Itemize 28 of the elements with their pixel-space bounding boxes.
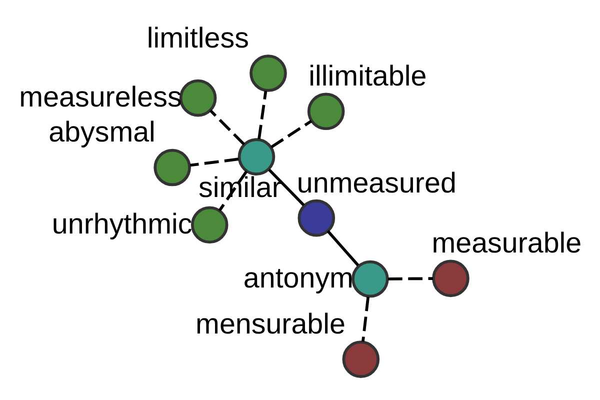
node-circle [342, 340, 380, 378]
node-label: measurable [432, 227, 582, 260]
node-circle [352, 260, 389, 298]
node-circle [432, 259, 470, 297]
node-label: unmeasured [296, 166, 456, 199]
node-label: similar [198, 171, 282, 204]
node-label: unrhythmic [52, 208, 192, 240]
node-circle [154, 148, 191, 186]
connector [258, 90, 268, 139]
connector [270, 119, 312, 148]
connector [190, 157, 239, 166]
node-circle [238, 138, 276, 175]
connector [388, 276, 433, 280]
node-label: mensurable [196, 308, 346, 340]
connector [362, 296, 370, 342]
node-circle [250, 54, 287, 92]
node-label: limitless [146, 22, 249, 54]
node-circle [307, 92, 345, 130]
node-label: illimitable [308, 60, 427, 92]
node-label: abysmal [48, 116, 156, 148]
node-circle [190, 206, 228, 244]
node-circle [298, 198, 336, 236]
node-label: antonym [243, 262, 354, 294]
connector [268, 168, 305, 206]
connector [326, 230, 360, 266]
connector [209, 109, 246, 145]
node-circle [179, 78, 217, 116]
connector [218, 170, 248, 211]
